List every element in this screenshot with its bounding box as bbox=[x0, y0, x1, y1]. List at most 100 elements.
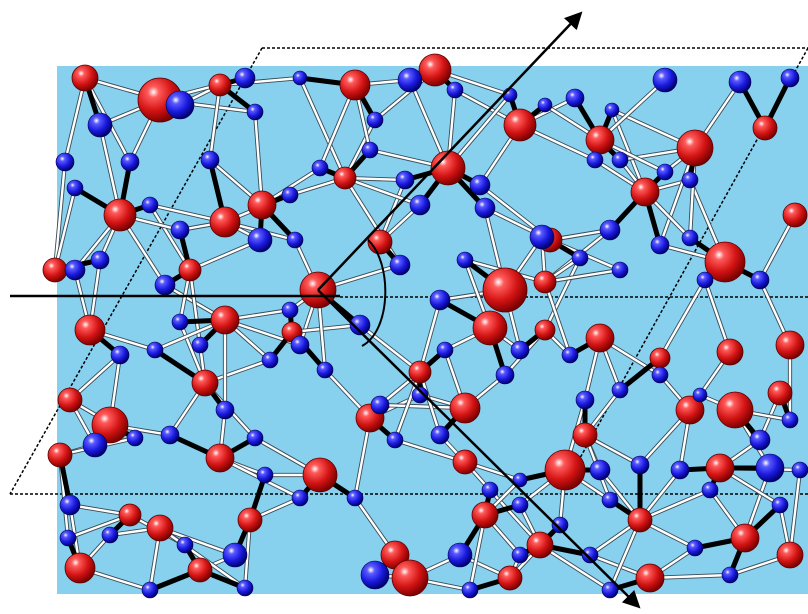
oxygen-atom bbox=[430, 150, 466, 186]
h-bond bbox=[639, 488, 711, 522]
hydrogen-atom bbox=[686, 539, 704, 557]
h-bond bbox=[608, 519, 642, 591]
oxygen-atom bbox=[210, 305, 240, 335]
oxygen-atom bbox=[209, 206, 241, 238]
h-bond bbox=[343, 176, 402, 267]
hydrogen-atom bbox=[681, 229, 699, 247]
hydrogen-atom bbox=[630, 455, 650, 475]
h-bond bbox=[787, 469, 803, 556]
hydrogen-atom bbox=[481, 481, 499, 499]
h-bond bbox=[62, 77, 88, 163]
oxygen-atom bbox=[627, 507, 653, 533]
hydrogen-atom bbox=[510, 340, 530, 360]
oxygen-atom bbox=[74, 314, 106, 346]
h-bond bbox=[298, 77, 347, 179]
oxygen-atom bbox=[118, 503, 142, 527]
hydrogen-atom bbox=[366, 111, 384, 129]
oxygen-atom bbox=[526, 531, 554, 559]
hydrogen-atom bbox=[349, 314, 371, 336]
oxygen-atom bbox=[418, 53, 452, 87]
hydrogen-atom bbox=[101, 526, 119, 544]
hydrogen-atom bbox=[670, 460, 690, 480]
oxygen-atom bbox=[146, 514, 174, 542]
downward-arrow bbox=[317, 289, 641, 609]
h-bond bbox=[52, 187, 78, 271]
oxygen-atom bbox=[187, 557, 213, 583]
hydrogen-atom bbox=[110, 345, 130, 365]
h-bond bbox=[291, 322, 361, 335]
hydrogen-atom bbox=[246, 103, 264, 121]
hydrogen-atom bbox=[474, 197, 496, 219]
oxygen-atom bbox=[649, 347, 671, 369]
oxygen-atom bbox=[47, 442, 73, 468]
oxygen-atom bbox=[471, 501, 499, 529]
hydrogen-atom bbox=[120, 152, 140, 172]
hydrogen-atom bbox=[791, 461, 808, 479]
oxygen-atom bbox=[452, 449, 478, 475]
hydrogen-atom bbox=[256, 466, 274, 484]
hydrogen-atom bbox=[495, 365, 515, 385]
hydrogen-atom bbox=[389, 254, 411, 276]
hydrogen-atom bbox=[215, 400, 235, 420]
hydrogen-atom bbox=[292, 70, 308, 86]
hydrogen-atom bbox=[55, 152, 75, 172]
hydrogen-atom bbox=[436, 341, 454, 359]
oxygen-atom bbox=[391, 559, 429, 597]
hydrogen-atom bbox=[749, 429, 771, 451]
angle-arc bbox=[361, 239, 387, 347]
oxygen-atom bbox=[782, 202, 808, 228]
hydrogen-atom bbox=[512, 472, 528, 488]
oxygen-atom bbox=[408, 360, 432, 384]
hydrogen-atom bbox=[447, 542, 473, 568]
oxygen-atom bbox=[449, 392, 481, 424]
oxygen-atom bbox=[237, 507, 263, 533]
oxygen-atom bbox=[705, 453, 735, 483]
hydrogen-atom bbox=[409, 194, 431, 216]
oxygen-atom bbox=[752, 115, 778, 141]
hydrogen-atom bbox=[246, 429, 264, 447]
hydrogen-atom bbox=[429, 289, 451, 311]
oxygen-atom bbox=[497, 565, 523, 591]
hydrogen-atom bbox=[247, 227, 273, 253]
hydrogen-atom bbox=[696, 271, 714, 289]
hydrogen-atom bbox=[90, 250, 110, 270]
hydrogen-atom bbox=[397, 67, 423, 93]
hydrogen-atom bbox=[537, 97, 553, 113]
hydrogen-atom bbox=[780, 68, 800, 88]
hydrogen-atom bbox=[529, 224, 555, 250]
hydrogen-atom bbox=[311, 159, 329, 177]
oxygen-atom bbox=[704, 241, 746, 283]
hydrogen-atom bbox=[191, 336, 209, 354]
oxygen-atom bbox=[776, 541, 804, 569]
hydrogen-atom bbox=[370, 395, 390, 415]
hydrogen-atom bbox=[589, 459, 611, 481]
oxygen-atom bbox=[71, 64, 99, 92]
hydrogen-atom bbox=[87, 112, 113, 138]
h-bond bbox=[344, 176, 421, 207]
hydrogen-atom bbox=[601, 491, 619, 509]
h-bond bbox=[358, 323, 422, 374]
hydrogen-atom bbox=[386, 431, 404, 449]
hydrogen-atom bbox=[200, 150, 220, 170]
hydrogen-atom bbox=[701, 481, 719, 499]
hydrogen-atom bbox=[141, 196, 159, 214]
oxygen-atom bbox=[534, 319, 556, 341]
hydrogen-atom bbox=[171, 313, 189, 331]
hydrogen-atom bbox=[511, 496, 529, 514]
oxygen-atom bbox=[716, 391, 754, 429]
hydrogen-atom bbox=[575, 390, 595, 410]
h-bond bbox=[148, 203, 192, 272]
hydrogen-atom bbox=[154, 274, 176, 296]
hydrogen-atom bbox=[170, 220, 190, 240]
hydrogen-atom bbox=[160, 425, 180, 445]
hydrogen-atom bbox=[511, 546, 529, 564]
oxygen-atom bbox=[775, 330, 805, 360]
h-bond bbox=[543, 281, 572, 356]
hydrogen-atom bbox=[59, 494, 81, 516]
hydrogen-atom bbox=[82, 432, 108, 458]
hydrogen-atom bbox=[565, 88, 585, 108]
hydrogen-atom bbox=[611, 261, 629, 279]
oxygen-atom bbox=[635, 563, 665, 593]
h-bond bbox=[417, 299, 443, 373]
hydrogen-atom bbox=[750, 270, 770, 290]
